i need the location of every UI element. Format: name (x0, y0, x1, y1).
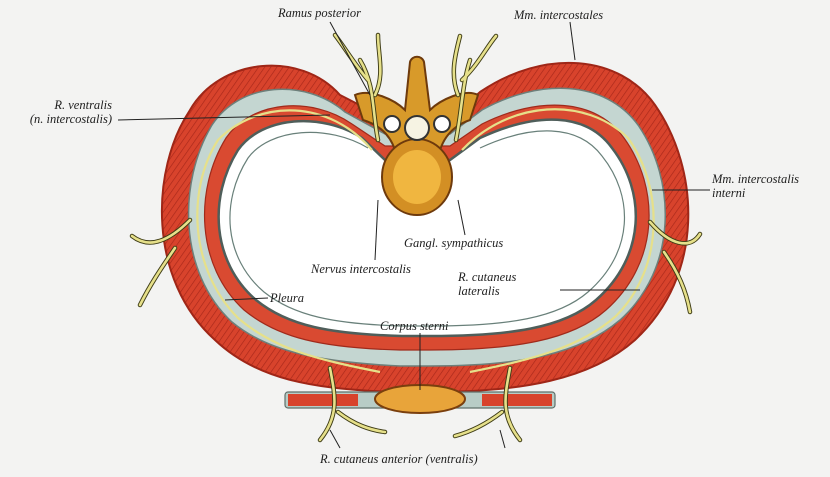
label-mm-intercostalis-interni-line2: interni (712, 186, 746, 200)
label-ramus-posterior: Ramus posterior (278, 6, 361, 20)
sternal-muscle-left (288, 394, 358, 406)
label-r-cutaneus-lateralis: R. cutaneus lateralis (458, 270, 516, 298)
label-gangl-sympathicus: Gangl. sympathicus (404, 236, 504, 250)
label-r-ventralis-line2: (n. intercostalis) (29, 112, 112, 126)
rib-head-left (383, 115, 401, 133)
label-mm-intercostalis-interni-line1: Mm. intercostalis (712, 172, 800, 186)
spinal-cord (404, 115, 430, 141)
anterior-cutaneous-branches (317, 365, 523, 443)
label-mm-intercostales: Mm. intercostales (514, 8, 604, 22)
label-r-ventralis-line1: R. ventralis (54, 98, 112, 112)
vertebral-marrow (393, 150, 441, 204)
rib-head-right (433, 115, 451, 133)
label-r-ventralis: R. ventralis (n. intercostalis) (0, 98, 112, 126)
label-r-cutaneus-lateralis-line2: lateralis (458, 284, 500, 298)
label-mm-intercostalis-interni: Mm. intercostalis interni (712, 172, 799, 200)
label-r-cutaneus-anterior: R. cutaneus anterior (ventralis) (320, 452, 478, 466)
leader-lines (117, 21, 710, 449)
intercostal-nerve-right (461, 108, 655, 374)
thoracic-cavity (217, 118, 637, 338)
intercostal-nerve-left (196, 109, 381, 374)
sternal-muscle-right (482, 394, 552, 406)
label-r-cutaneus-lateralis-line1: R. cutaneus (458, 270, 517, 284)
label-pleura: Pleura (270, 291, 305, 305)
label-nervus-intercostalis: Nervus intercostalis (311, 262, 411, 276)
label-corpus-sterni: Corpus sterni (380, 319, 449, 333)
pleura-line (229, 130, 626, 327)
lateral-cutaneous-branches (129, 217, 703, 315)
